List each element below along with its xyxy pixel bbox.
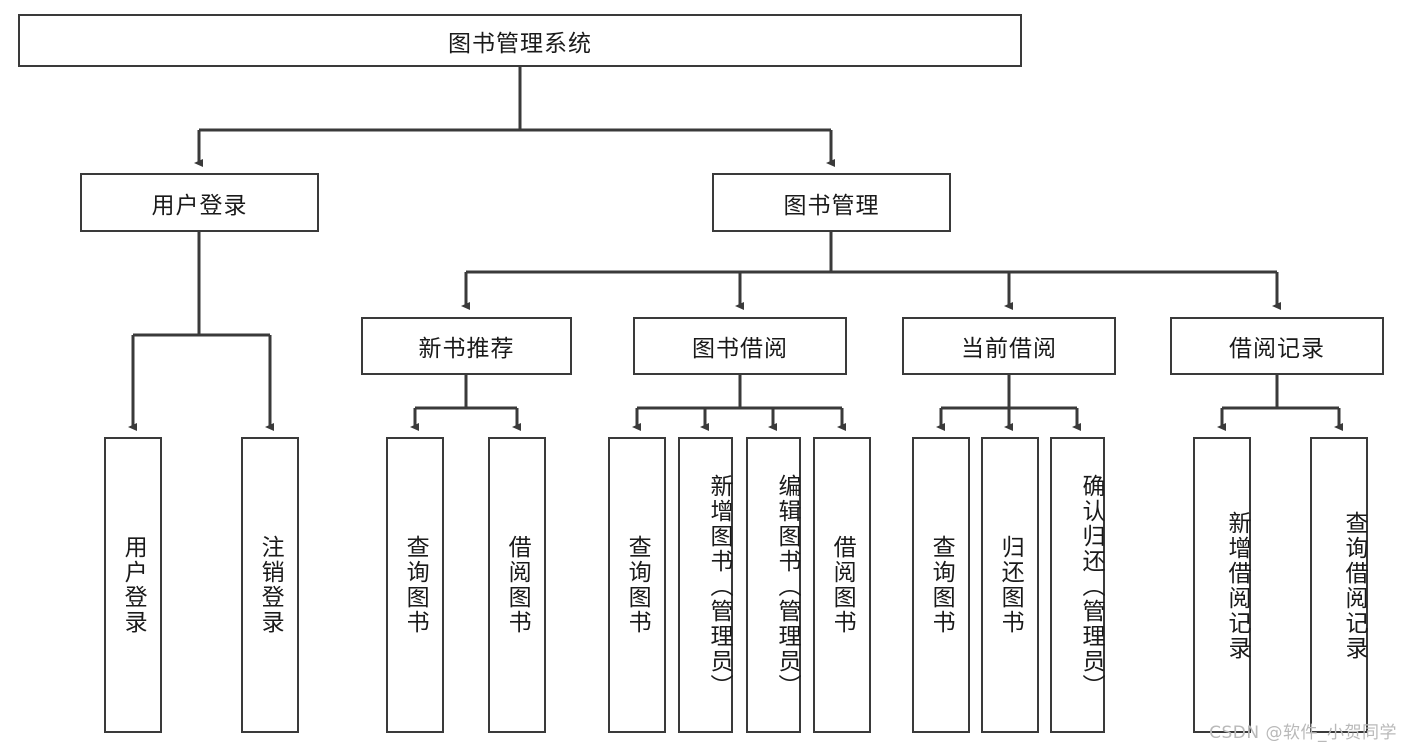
- node-label: 用户登录: [120, 535, 147, 635]
- node-label: 借阅记录: [1229, 336, 1325, 362]
- node-label: 查询图书: [624, 535, 651, 635]
- node-new-book-recommend[interactable]: 新书推荐: [361, 317, 572, 375]
- watermark: CSDN @软件_小贺同学: [1209, 723, 1397, 743]
- node-leaf-borrow-book-recommend[interactable]: 借阅图书: [488, 437, 546, 733]
- node-current-borrow[interactable]: 当前借阅: [902, 317, 1116, 375]
- node-leaf-add-borrow-record[interactable]: 新增借阅记录: [1193, 437, 1251, 733]
- node-leaf-add-book-admin[interactable]: 新增图书（管理员）: [678, 437, 733, 733]
- node-root-system[interactable]: 图书管理系统: [18, 14, 1022, 67]
- node-label: 新增借阅记录: [1224, 511, 1250, 661]
- node-label: 查询图书: [928, 535, 955, 635]
- node-leaf-return-book[interactable]: 归还图书: [981, 437, 1039, 733]
- node-label: 注销登录: [257, 535, 284, 635]
- node-user-login[interactable]: 用户登录: [80, 173, 319, 232]
- node-leaf-query-book-borrow[interactable]: 查询图书: [608, 437, 666, 733]
- node-label: 图书管理: [783, 192, 880, 219]
- node-borrow-record[interactable]: 借阅记录: [1170, 317, 1384, 375]
- node-label: 借阅图书: [504, 535, 531, 635]
- node-label: 归还图书: [997, 535, 1024, 635]
- node-leaf-query-book-current[interactable]: 查询图书: [912, 437, 970, 733]
- node-leaf-borrow-book[interactable]: 借阅图书: [813, 437, 871, 733]
- node-leaf-confirm-return-admin[interactable]: 确认归还（管理员）: [1050, 437, 1105, 733]
- node-leaf-user-login[interactable]: 用户登录: [104, 437, 162, 733]
- node-label: 图书借阅: [692, 336, 788, 362]
- node-book-borrow[interactable]: 图书借阅: [633, 317, 847, 375]
- node-leaf-edit-book-admin[interactable]: 编辑图书（管理员）: [746, 437, 801, 733]
- node-label: 编辑图书（管理员）: [774, 473, 800, 699]
- node-leaf-query-borrow-record[interactable]: 查询借阅记录: [1310, 437, 1368, 733]
- node-label: 新增图书（管理员）: [706, 473, 732, 699]
- node-label: 借阅图书: [829, 535, 856, 635]
- node-leaf-logout[interactable]: 注销登录: [241, 437, 299, 733]
- node-label: 当前借阅: [961, 336, 1057, 362]
- node-label: 图书管理系统: [448, 30, 592, 57]
- node-label: 用户登录: [151, 192, 248, 219]
- node-leaf-query-book-recommend[interactable]: 查询图书: [386, 437, 444, 733]
- node-label: 查询图书: [402, 535, 429, 635]
- node-label: 查询借阅记录: [1341, 511, 1367, 661]
- node-book-management[interactable]: 图书管理: [712, 173, 951, 232]
- node-label: 新书推荐: [418, 336, 515, 362]
- node-label: 确认归还（管理员）: [1078, 473, 1104, 699]
